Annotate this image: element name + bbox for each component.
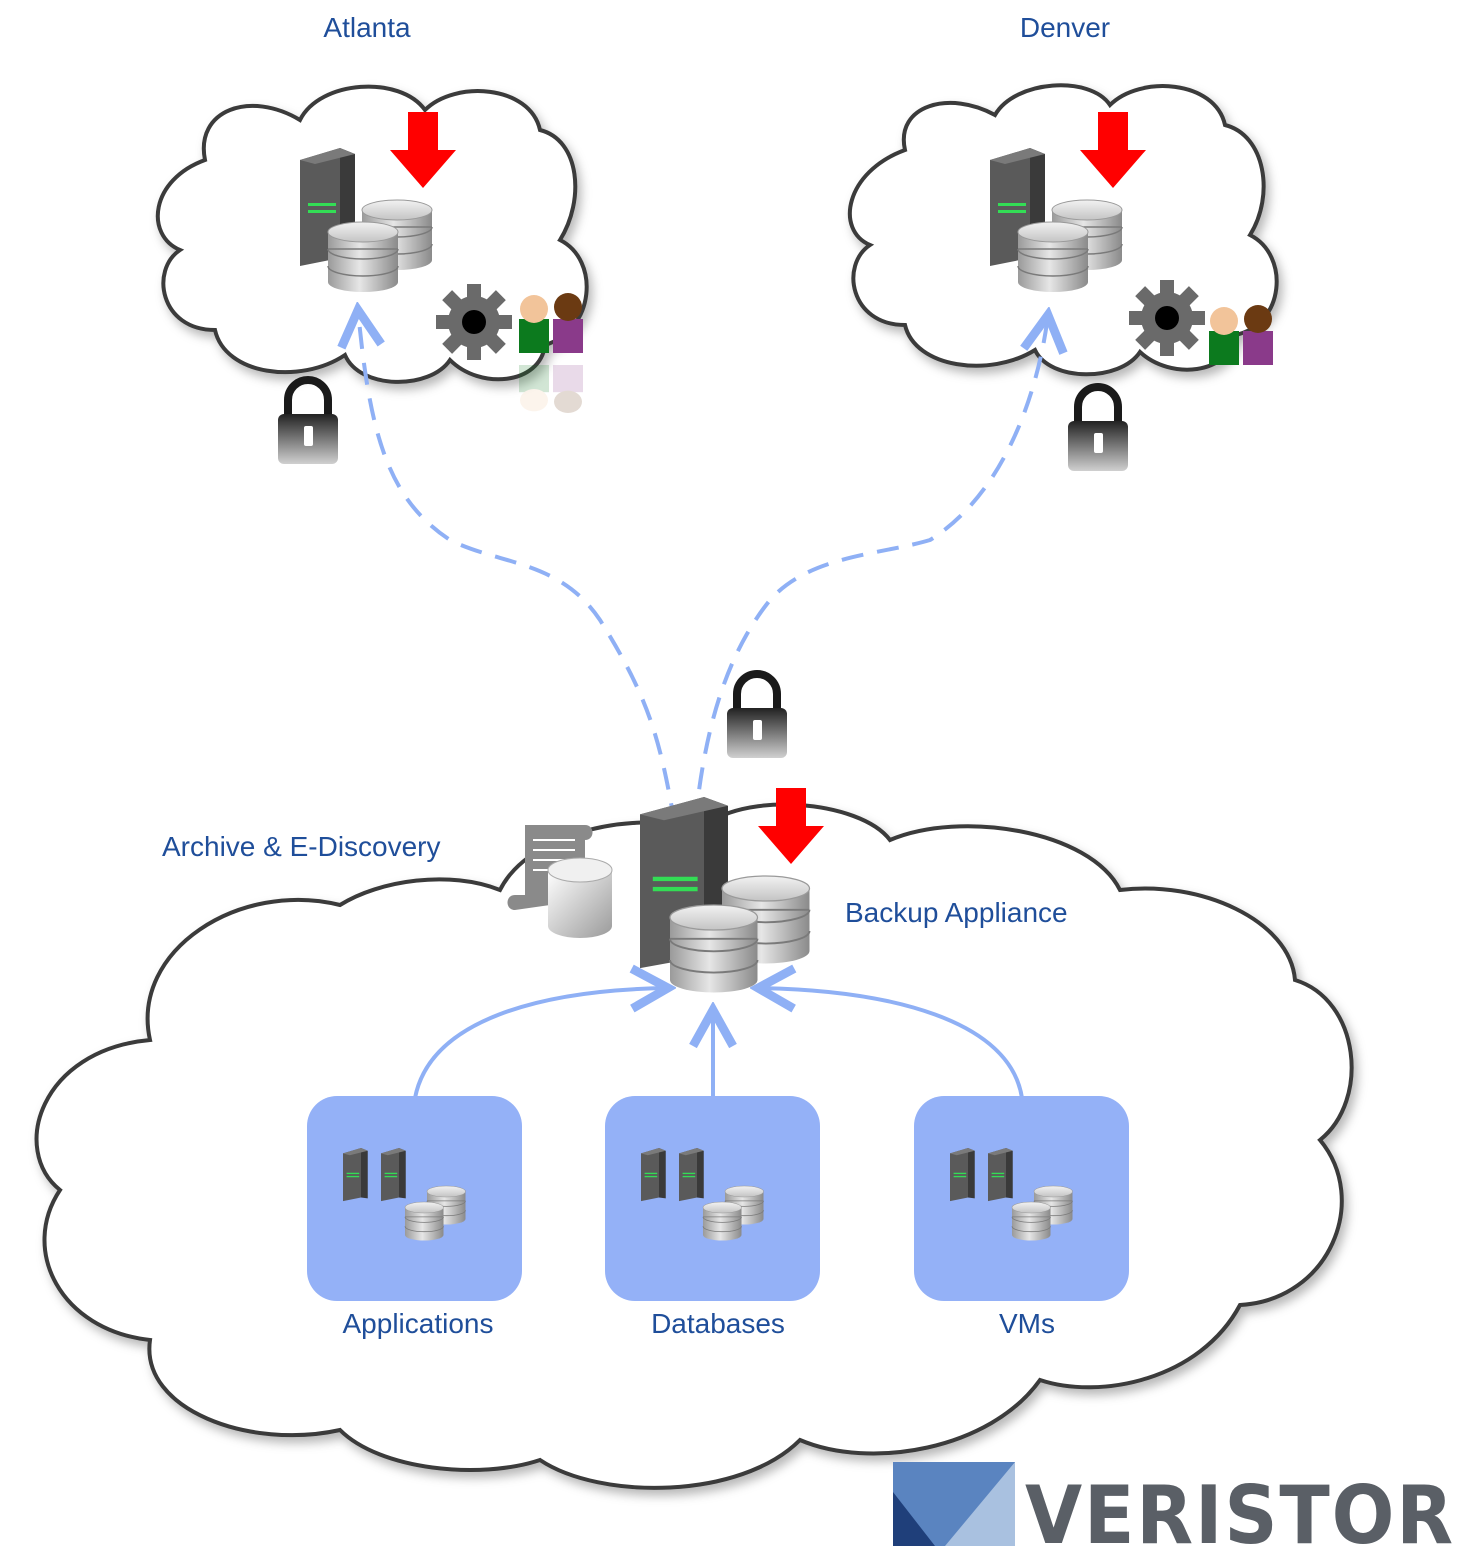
denver-database-icon — [1017, 221, 1089, 293]
databases-label: Databases — [651, 1308, 785, 1339]
flow-applications-to-backup — [413, 988, 668, 1099]
backup-appliance-database-icon — [669, 904, 759, 994]
logo-text: VERISTOR — [1025, 1469, 1455, 1549]
denver-label: Denver — [1020, 12, 1110, 43]
transfer-lock-icon — [727, 674, 787, 758]
atlanta-users-reflection — [519, 365, 583, 413]
applications-box — [307, 1096, 522, 1301]
vms-box — [914, 1096, 1129, 1301]
archive-label: Archive & E-Discovery — [162, 831, 441, 862]
replication-path-atlanta — [358, 310, 677, 826]
denver-lock-icon — [1068, 387, 1128, 471]
vms-label: VMs — [999, 1308, 1055, 1339]
flow-vms-to-backup — [758, 988, 1024, 1099]
atlanta-gear-icon — [436, 284, 512, 360]
atlanta-lock-icon — [278, 380, 338, 464]
backup-appliance-label: Backup Appliance — [845, 897, 1068, 928]
replication-path-denver — [693, 315, 1048, 826]
atlanta-label: Atlanta — [323, 12, 411, 43]
veristor-logo: VERISTOR — [893, 1462, 1455, 1549]
archive-database-icon — [547, 857, 613, 938]
applications-label: Applications — [343, 1308, 494, 1339]
denver-gear-icon — [1129, 280, 1205, 356]
atlanta-database-icon — [327, 221, 399, 293]
databases-box — [605, 1096, 820, 1301]
